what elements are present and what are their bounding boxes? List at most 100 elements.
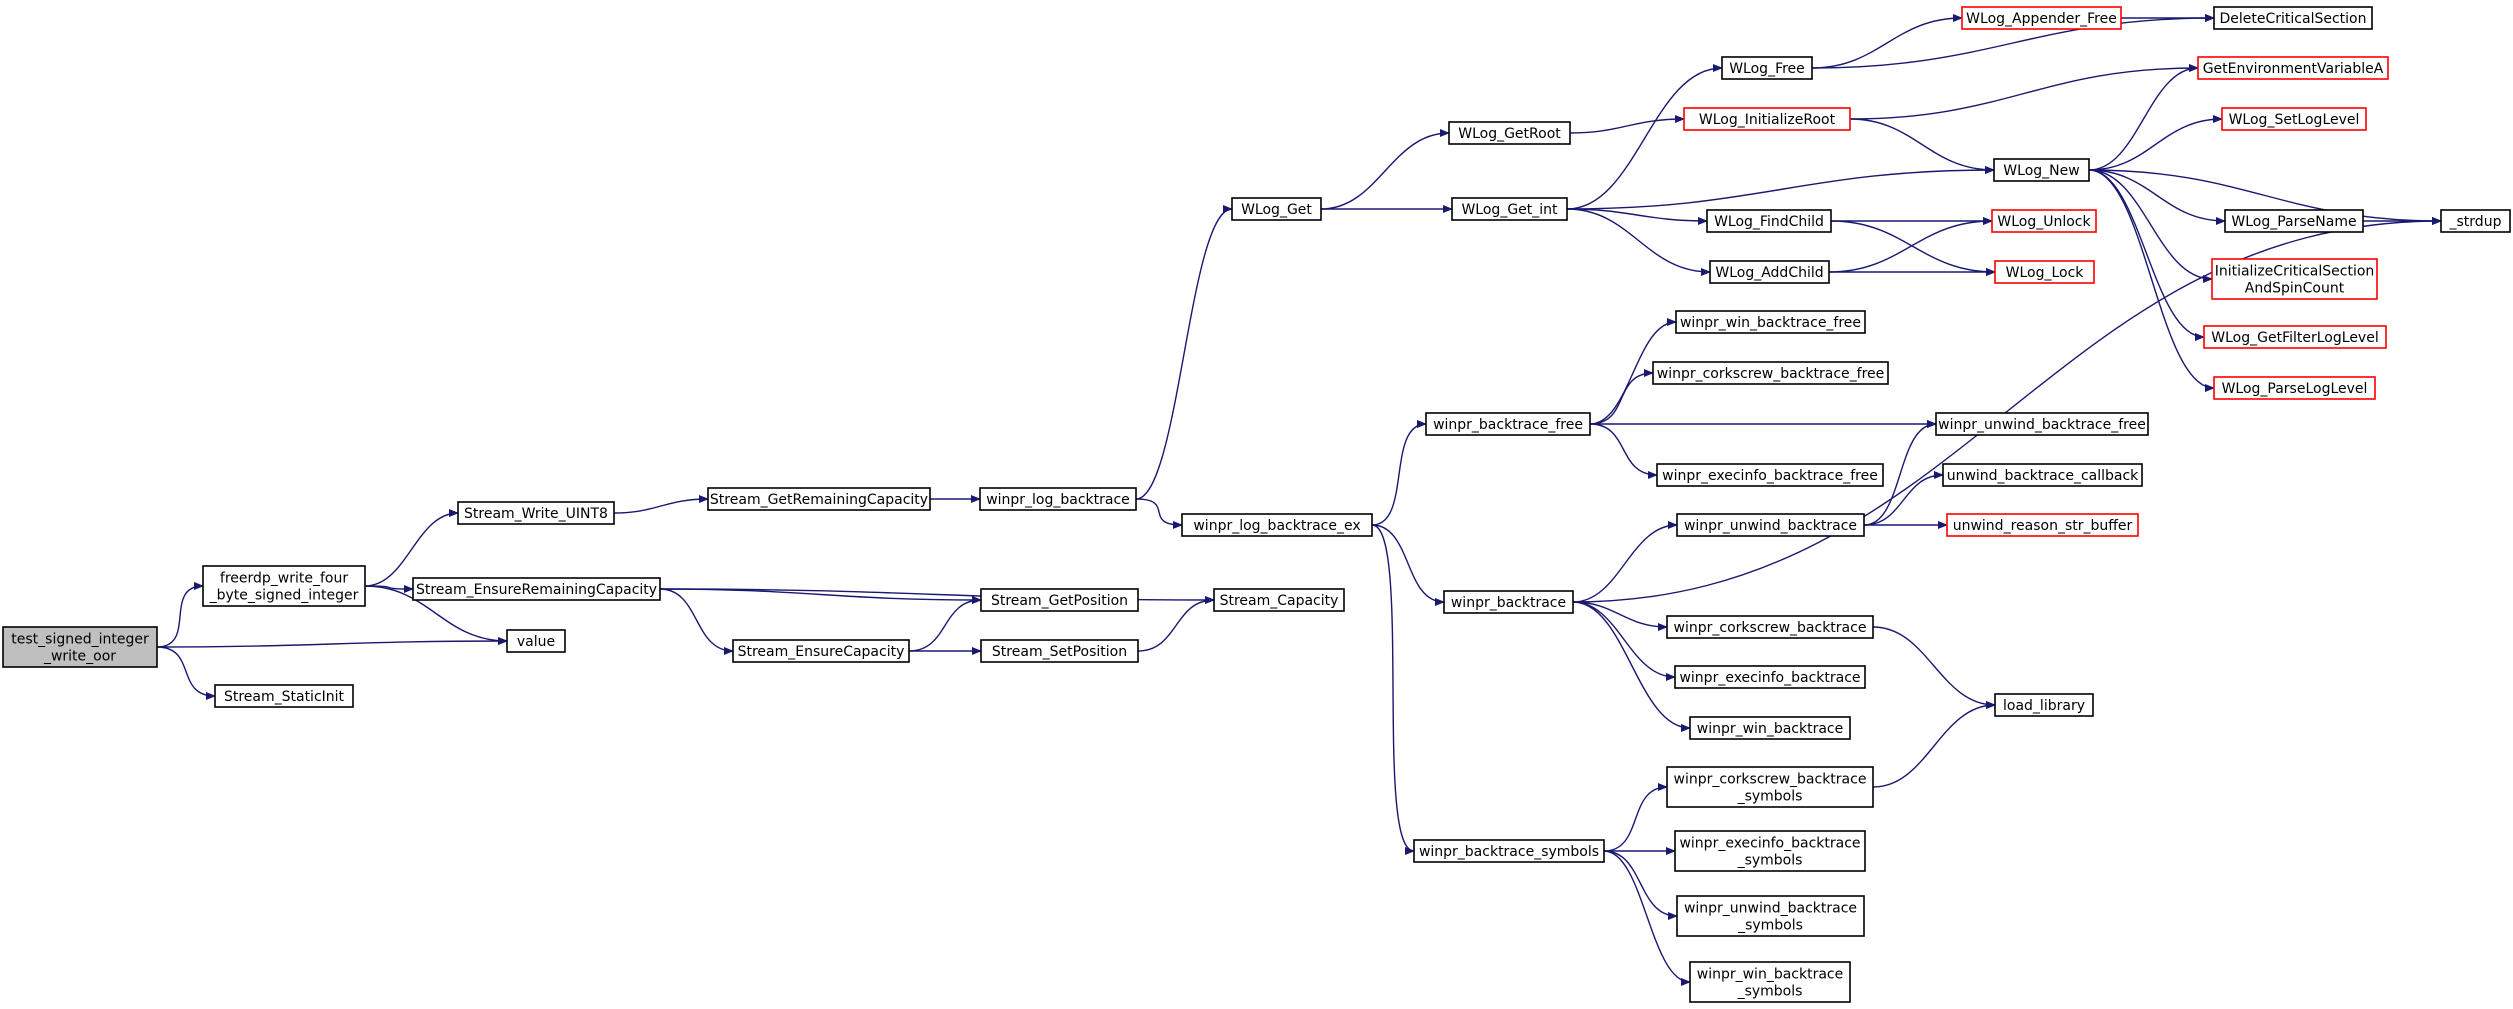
node-wlog_addchild[interactable]: WLog_AddChild (1709, 260, 1830, 284)
node-box[interactable] (1675, 310, 1866, 334)
node-winpr_unwind_backtrace_symbols[interactable]: winpr_unwind_backtrace_symbols (1676, 895, 1865, 937)
node-box[interactable] (979, 487, 1137, 511)
node-box[interactable] (1231, 197, 1322, 221)
node-wlog_getfilterloglevel[interactable]: WLog_GetFilterLogLevel (2203, 325, 2387, 349)
node-box[interactable] (1213, 588, 1345, 612)
node-winpr_backtrace_symbols[interactable]: winpr_backtrace_symbols (1413, 839, 1605, 863)
node-box[interactable] (1689, 961, 1851, 1003)
node-box[interactable] (1689, 716, 1851, 740)
node-box[interactable] (1676, 895, 1865, 937)
node-box[interactable] (1674, 830, 1866, 872)
node-box[interactable] (1656, 463, 1884, 487)
node-box[interactable] (202, 565, 366, 607)
node-box[interactable] (980, 588, 1139, 612)
node-box[interactable] (2224, 209, 2364, 233)
node-test_signed[interactable]: test_signed_integer_write_oor (2, 626, 158, 668)
node-box[interactable] (1683, 107, 1851, 131)
node-load_library[interactable]: load_library (1994, 693, 2094, 717)
node-box[interactable] (1666, 766, 1874, 808)
node-box[interactable] (1413, 839, 1605, 863)
node-box[interactable] (2221, 107, 2367, 131)
node-box[interactable] (1652, 361, 1889, 385)
node-winpr_win_backtrace_free[interactable]: winpr_win_backtrace_free (1675, 310, 1866, 334)
node-winpr_log_backtrace_ex[interactable]: winpr_log_backtrace_ex (1181, 513, 1373, 537)
node-value[interactable]: value (506, 629, 566, 653)
node-wlog_get[interactable]: WLog_Get (1231, 197, 1322, 221)
node-wlog_appender_free[interactable]: WLog_Appender_Free (1961, 6, 2122, 30)
node-stream_set_position[interactable]: Stream_SetPosition (980, 639, 1139, 663)
node-delete_critical_section[interactable]: DeleteCriticalSection (2213, 6, 2373, 30)
node-box[interactable] (412, 577, 661, 601)
node-stream_ensure_capacity[interactable]: Stream_EnsureCapacity (732, 639, 910, 663)
node-unwind_backtrace_callback[interactable]: unwind_backtrace_callback (1942, 463, 2143, 487)
node-strdup[interactable]: _strdup (2440, 209, 2511, 233)
node-winpr_execinfo_backtrace_symbols[interactable]: winpr_execinfo_backtrace_symbols (1674, 830, 1866, 872)
node-box[interactable] (1706, 209, 1832, 233)
node-box[interactable] (1181, 513, 1373, 537)
node-box[interactable] (2, 626, 158, 668)
node-box[interactable] (1709, 260, 1830, 284)
node-box[interactable] (457, 501, 615, 525)
node-wlog_free[interactable]: WLog_Free (1721, 56, 1813, 80)
node-box[interactable] (2197, 56, 2389, 80)
node-unwind_reason_str_buffer[interactable]: unwind_reason_str_buffer (1946, 513, 2139, 537)
node-wlog_parsename[interactable]: WLog_ParseName (2224, 209, 2364, 233)
node-stream_capacity[interactable]: Stream_Capacity (1213, 588, 1345, 612)
node-winpr_backtrace_free[interactable]: winpr_backtrace_free (1425, 412, 1591, 436)
node-box[interactable] (1961, 6, 2122, 30)
node-stream_get_remaining[interactable]: Stream_GetRemainingCapacity (707, 487, 931, 511)
node-box[interactable] (1666, 615, 1874, 639)
node-get_env_var[interactable]: GetEnvironmentVariableA (2197, 56, 2389, 80)
node-stream_staticinit[interactable]: Stream_StaticInit (214, 684, 354, 708)
node-box[interactable] (1721, 56, 1813, 80)
node-box[interactable] (1946, 513, 2139, 537)
node-box[interactable] (732, 639, 910, 663)
node-box[interactable] (707, 487, 931, 511)
node-wlog_initializeroot[interactable]: WLog_InitializeRoot (1683, 107, 1851, 131)
node-winpr_backtrace[interactable]: winpr_backtrace (1443, 590, 1574, 614)
node-box[interactable] (1443, 590, 1574, 614)
node-wlog_parseloglevel[interactable]: WLog_ParseLogLevel (2213, 376, 2376, 400)
node-winpr_win_backtrace[interactable]: winpr_win_backtrace (1689, 716, 1851, 740)
node-box[interactable] (1935, 412, 2149, 436)
node-box[interactable] (2213, 376, 2376, 400)
node-winpr_unwind_backtrace[interactable]: winpr_unwind_backtrace (1676, 513, 1865, 537)
node-winpr_execinfo_backtrace[interactable]: winpr_execinfo_backtrace (1674, 665, 1866, 689)
node-stream_ensure_remaining[interactable]: Stream_EnsureRemainingCapacity (412, 577, 661, 601)
node-box[interactable] (1676, 513, 1865, 537)
node-box[interactable] (214, 684, 354, 708)
node-box[interactable] (2203, 325, 2387, 349)
node-freerdp_write[interactable]: freerdp_write_four_byte_signed_integer (202, 565, 366, 607)
node-wlog_getroot[interactable]: WLog_GetRoot (1448, 121, 1571, 145)
node-box[interactable] (1425, 412, 1591, 436)
node-winpr_unwind_backtrace_free[interactable]: winpr_unwind_backtrace_free (1935, 412, 2149, 436)
node-winpr_corkscrew_backtrace_free[interactable]: winpr_corkscrew_backtrace_free (1652, 361, 1889, 385)
node-winpr_win_backtrace_symbols[interactable]: winpr_win_backtrace_symbols (1689, 961, 1851, 1003)
node-winpr_log_backtrace[interactable]: winpr_log_backtrace (979, 487, 1137, 511)
node-stream_write_uint8[interactable]: Stream_Write_UINT8 (457, 501, 615, 525)
node-wlog_unlock[interactable]: WLog_Unlock (1991, 209, 2097, 233)
node-wlog_get_int[interactable]: WLog_Get_int (1451, 197, 1568, 221)
node-winpr_corkscrew_backtrace[interactable]: winpr_corkscrew_backtrace (1666, 615, 1874, 639)
node-box[interactable] (2440, 209, 2511, 233)
node-wlog_lock[interactable]: WLog_Lock (1994, 260, 2095, 284)
node-box[interactable] (1448, 121, 1571, 145)
node-wlog_setloglevel[interactable]: WLog_SetLogLevel (2221, 107, 2367, 131)
node-box[interactable] (1991, 209, 2097, 233)
node-box[interactable] (1994, 693, 2094, 717)
node-box[interactable] (506, 629, 566, 653)
node-box[interactable] (980, 639, 1139, 663)
node-box[interactable] (1451, 197, 1568, 221)
node-box[interactable] (1993, 158, 2090, 182)
node-box[interactable] (1674, 665, 1866, 689)
node-stream_get_position[interactable]: Stream_GetPosition (980, 588, 1139, 612)
node-box[interactable] (2213, 6, 2373, 30)
node-wlog_new[interactable]: WLog_New (1993, 158, 2090, 182)
node-box[interactable] (1994, 260, 2095, 284)
node-winpr_execinfo_backtrace_free[interactable]: winpr_execinfo_backtrace_free (1656, 463, 1884, 487)
node-winpr_corkscrew_backtrace_symbols[interactable]: winpr_corkscrew_backtrace_symbols (1666, 766, 1874, 808)
node-box[interactable] (2211, 258, 2378, 300)
node-wlog_findchild[interactable]: WLog_FindChild (1706, 209, 1832, 233)
node-box[interactable] (1942, 463, 2143, 487)
